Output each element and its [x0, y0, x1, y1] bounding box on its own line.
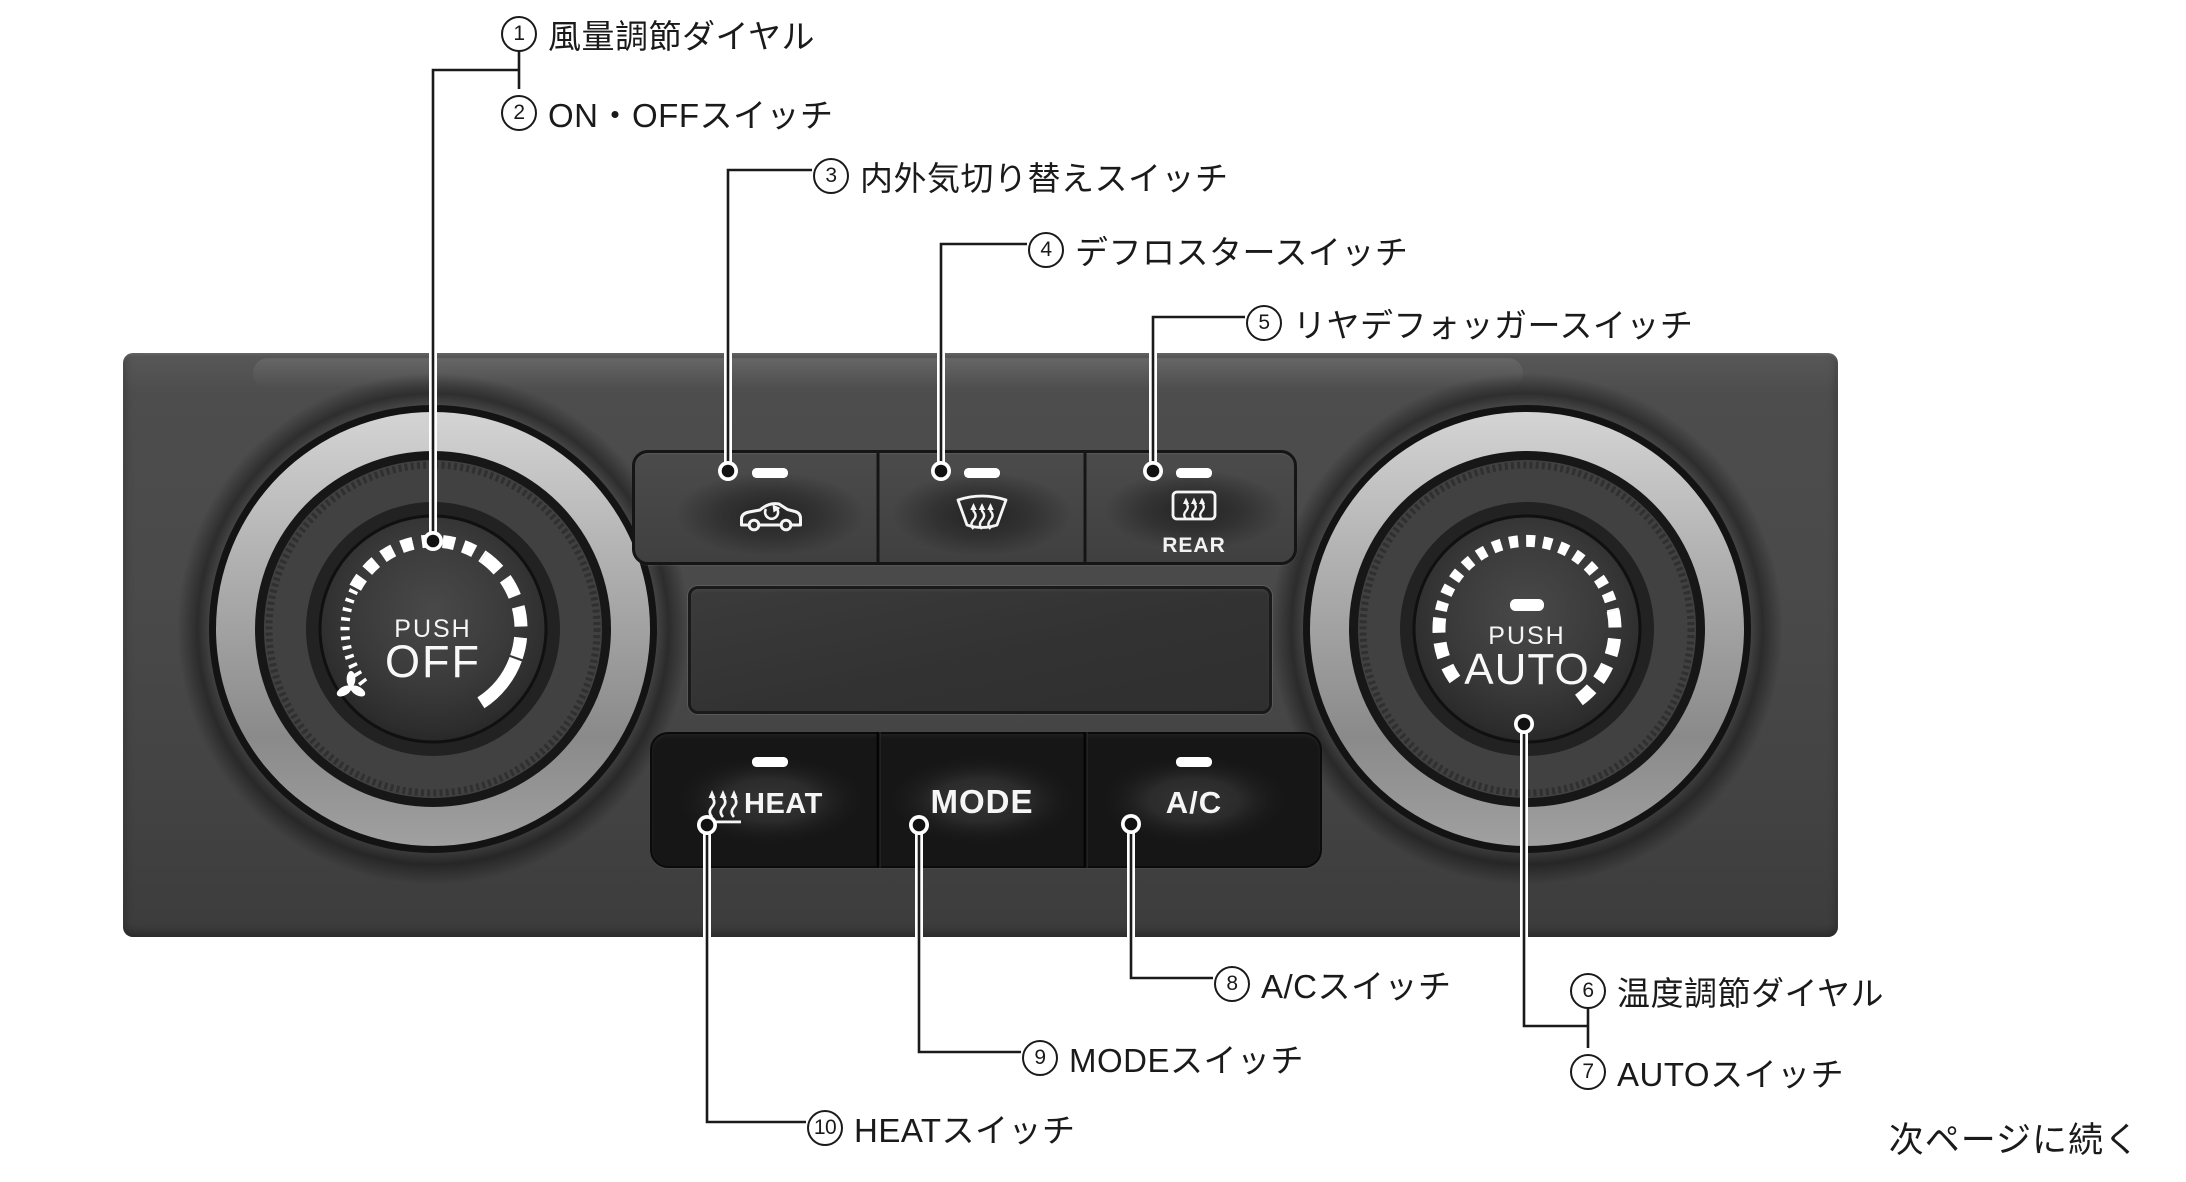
- rear-defogger-icon: REAR: [1162, 490, 1226, 557]
- recirculation-icon: [740, 502, 802, 532]
- callout-text: 温度調節ダイヤル: [1617, 975, 1885, 1012]
- temp-dial-auto-label: AUTO: [1464, 645, 1589, 694]
- callout-label-9: 9 MODEスイッチ: [1022, 1034, 1304, 1082]
- callout-number: 5: [1246, 305, 1282, 341]
- callout-number: 6: [1570, 973, 1606, 1009]
- callout-number: 10: [807, 1110, 843, 1146]
- fan-dial-push-label: PUSH: [394, 615, 471, 643]
- top-button-group: REAR: [632, 450, 1297, 565]
- callout-label-7: 7 AUTOスイッチ: [1570, 1048, 1844, 1096]
- fan-dial-off-label: OFF: [385, 636, 481, 687]
- heat-icon: HEAT: [705, 788, 823, 824]
- fan-level-arc: [340, 534, 528, 709]
- defroster-button[interactable]: [878, 453, 1085, 562]
- heat-label: HEAT: [744, 788, 823, 820]
- mode-button[interactable]: [878, 734, 1085, 866]
- ac-indicator-bar: [1176, 757, 1212, 767]
- front-defroster-icon: [956, 494, 1008, 530]
- callout-number: 8: [1214, 966, 1250, 1002]
- ac-button[interactable]: [1085, 734, 1320, 866]
- callout-label-5: 5 リヤデフォッガースイッチ: [1246, 299, 1693, 347]
- mode-label: MODE: [931, 783, 1034, 820]
- temperature-dial[interactable]: PUSH AUTO: [1269, 371, 1785, 887]
- callout-number: 1: [501, 16, 537, 52]
- climate-control-panel: PUSH OFF PUSH AUTO: [123, 353, 1838, 937]
- fan-dial[interactable]: PUSH OFF: [175, 371, 691, 887]
- next-page-note: 次ページに続く: [1888, 1121, 2140, 1160]
- temp-dial-push-label: PUSH: [1488, 622, 1565, 650]
- callout-text: 内外気切り替えスイッチ: [860, 160, 1229, 197]
- callout-text: ON・OFFスイッチ: [548, 97, 834, 134]
- callout-text: A/Cスイッチ: [1261, 968, 1452, 1005]
- callout-text: HEATスイッチ: [854, 1112, 1076, 1149]
- bottom-button-group: HEAT MODE A/C: [650, 732, 1322, 868]
- fan-icon: [336, 671, 366, 697]
- rear-defogger-button[interactable]: [1085, 453, 1294, 562]
- callout-label-2: 2 ON・OFFスイッチ: [501, 89, 833, 137]
- heat-button[interactable]: [652, 734, 878, 866]
- callout-label-1: 1 風量調節ダイヤル: [501, 10, 815, 58]
- callout-number: 2: [501, 95, 537, 131]
- callout-text: 風量調節ダイヤル: [548, 18, 816, 55]
- callout-text: AUTOスイッチ: [1617, 1056, 1845, 1093]
- callout-number: 7: [1570, 1054, 1606, 1090]
- callout-label-8: 8 A/Cスイッチ: [1214, 960, 1452, 1008]
- temp-level-arc: [1432, 534, 1622, 709]
- heat-indicator-bar: [752, 757, 788, 767]
- callout-label-3: 3 内外気切り替えスイッチ: [813, 152, 1229, 200]
- callout-text: デフロスタースイッチ: [1075, 234, 1409, 271]
- callout-text: リヤデフォッガースイッチ: [1293, 307, 1694, 344]
- recirculation-button[interactable]: [635, 453, 878, 562]
- callout-label-6: 6 温度調節ダイヤル: [1570, 967, 1884, 1015]
- callout-label-4: 4 デフロスタースイッチ: [1028, 226, 1408, 274]
- display-window: [688, 586, 1272, 714]
- top-button-graphics: REAR: [675, 450, 1284, 565]
- callout-number: 9: [1022, 1040, 1058, 1076]
- callout-number: 3: [813, 158, 849, 194]
- callout-label-10: 10 HEATスイッチ: [807, 1104, 1076, 1152]
- callout-number: 4: [1028, 232, 1064, 268]
- auto-indicator-bar: [1510, 599, 1544, 611]
- rear-label: REAR: [1162, 534, 1226, 557]
- callout-text: MODEスイッチ: [1069, 1042, 1304, 1079]
- ac-label: A/C: [1166, 785, 1222, 820]
